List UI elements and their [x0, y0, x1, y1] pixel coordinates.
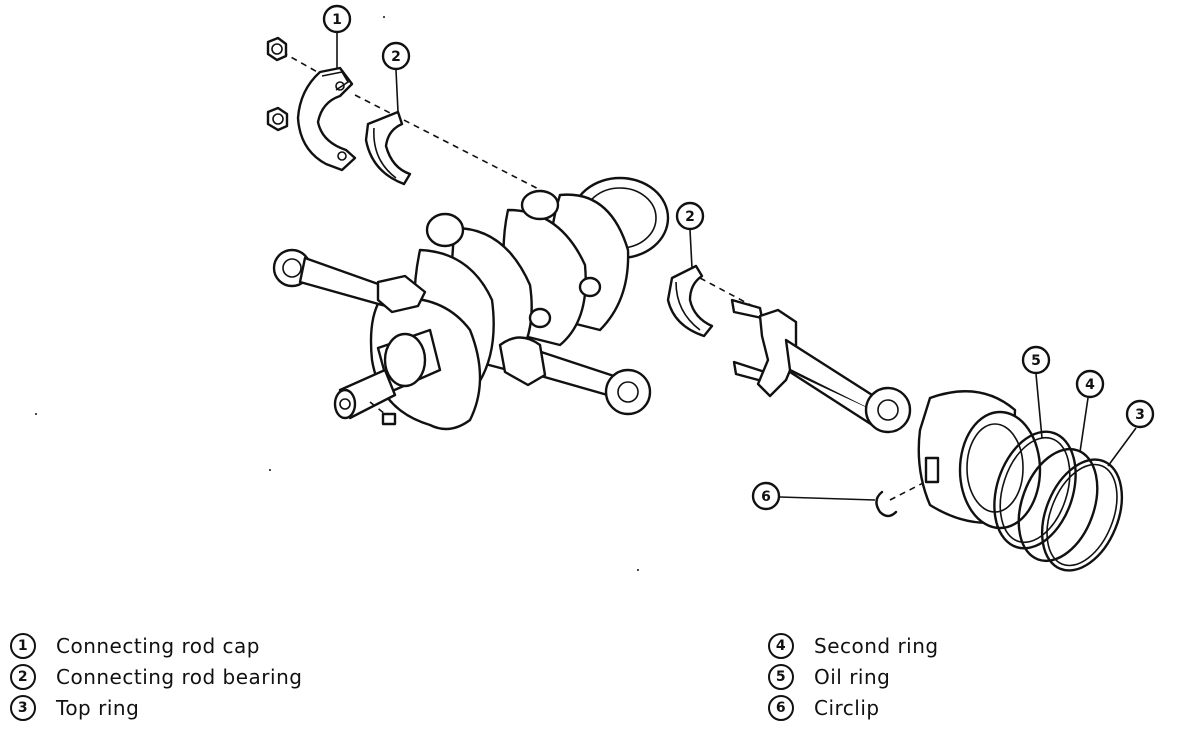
callout-number: 5	[1031, 353, 1041, 369]
crankshaft	[333, 176, 670, 431]
callout-number: 3	[1135, 407, 1145, 423]
callout-4: 4	[1075, 369, 1105, 453]
legend-item: 6 Circlip	[768, 692, 939, 723]
callout-number: 2	[685, 209, 695, 225]
exploded-crankshaft-diagram: 1 2 2 3 4 5 6	[35, 4, 1155, 572]
connecting-rod-exploded	[730, 298, 912, 434]
oil-ring	[993, 430, 1077, 550]
callout-3: 3	[1107, 399, 1155, 467]
top-ring	[1040, 458, 1124, 572]
callout-number: 4	[1085, 377, 1095, 393]
callout-6: 6	[751, 481, 781, 511]
nut-lower	[266, 106, 289, 132]
connecting-rod-assembled-right	[498, 336, 652, 416]
legend-item: 2 Connecting rod bearing	[10, 661, 302, 692]
legend-item: 3 Top ring	[10, 692, 302, 723]
circlip	[875, 490, 898, 518]
legend-number: 6	[768, 694, 794, 721]
legend-right-column: 4 Second ring 5 Oil ring 6 Circlip	[768, 630, 939, 723]
callout-2-lower: 2	[675, 201, 705, 269]
legend-label: Connecting rod cap	[56, 633, 260, 658]
connecting-rod-bearing-upper	[364, 110, 412, 186]
legend-label: Second ring	[814, 633, 939, 658]
callout-number: 2	[391, 49, 401, 65]
scan-specks	[35, 16, 639, 571]
second-ring	[1017, 447, 1099, 563]
callout-5: 5	[1021, 345, 1051, 439]
legend-left-column: 1 Connecting rod cap 2 Connecting rod be…	[10, 630, 302, 723]
legend-label: Top ring	[56, 695, 140, 720]
callout-number: 1	[332, 12, 342, 28]
legend-number: 4	[768, 632, 794, 659]
legend-item: 4 Second ring	[768, 630, 939, 661]
legend-number: 3	[10, 694, 36, 721]
connecting-rod-assembled-left	[272, 248, 427, 314]
piston	[917, 390, 1042, 530]
legend-label: Oil ring	[814, 664, 891, 689]
connecting-rod-cap	[296, 66, 357, 172]
legend-item: 1 Connecting rod cap	[10, 630, 302, 661]
callout-number: 6	[761, 489, 771, 505]
legend-label: Connecting rod bearing	[56, 664, 303, 689]
legend-number: 5	[768, 663, 794, 690]
legend-number: 2	[10, 663, 36, 690]
connecting-rod-bearing-lower	[666, 264, 714, 338]
legend-label: Circlip	[814, 695, 880, 720]
callout-2-upper: 2	[381, 41, 411, 113]
nut-upper	[266, 36, 288, 62]
legend-item: 5 Oil ring	[768, 661, 939, 692]
callout-1: 1	[322, 4, 352, 68]
legend-number: 1	[10, 632, 36, 659]
